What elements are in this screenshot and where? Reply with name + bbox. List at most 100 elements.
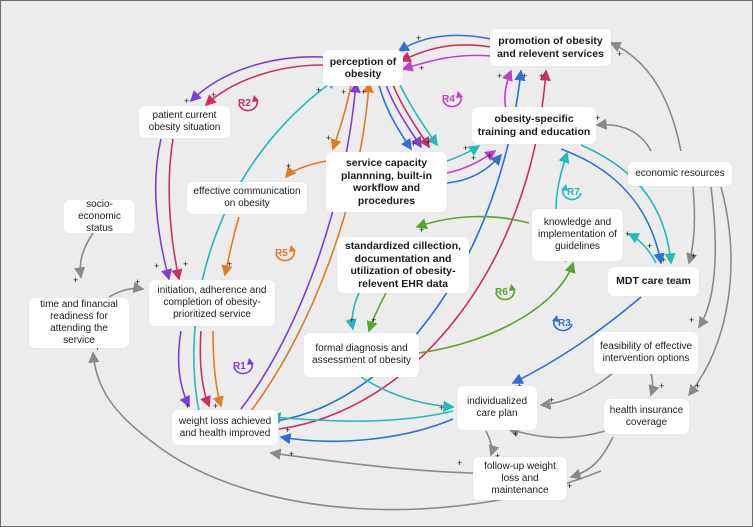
link-diagnosis-plan-teal — [360, 376, 455, 412]
node-promotion: promotion of obesity and relevent servic… — [490, 29, 611, 66]
link-plan-followup-gray — [485, 430, 500, 457]
link-weight-perception-teal — [193, 78, 338, 412]
link-promotion-perception-crimson — [399, 44, 492, 62]
link-econ-mdt-gray — [686, 186, 698, 265]
polarity-sign: + — [659, 381, 664, 391]
link-perception-service-orange — [330, 84, 352, 151]
link-initiation-weight-orange — [212, 330, 224, 408]
link-mdt-plan-blue — [511, 296, 642, 384]
polarity-sign: + — [316, 85, 321, 95]
polarity-sign: + — [211, 90, 216, 100]
polarity-sign: + — [567, 481, 572, 491]
link-perception-service-purple — [385, 84, 422, 149]
loop-arrow-icon — [238, 95, 259, 112]
polarity-sign: + — [487, 151, 492, 161]
link-data-diagnosis-green — [366, 292, 387, 333]
link-plan-weight-teal — [269, 410, 454, 424]
loop-marker-r2: R2 — [235, 95, 263, 113]
link-knowledge-data-green — [415, 215, 530, 230]
node-individualized-plan: individualized care plan — [457, 386, 537, 430]
link-weight-perception-purple — [240, 81, 361, 410]
loop-arrow-icon — [275, 245, 296, 262]
node-mdt-team: MDT care team — [608, 267, 699, 296]
polarity-sign: + — [419, 63, 424, 73]
polarity-sign: + — [371, 315, 376, 325]
polarity-sign: + — [227, 259, 232, 269]
link-initiation-weight-crimson — [199, 330, 211, 408]
link-insurance-plan-gray — [507, 426, 606, 439]
link-perception-service-teal — [399, 84, 438, 147]
loop-arrow-icon — [495, 284, 516, 301]
polarity-sign: + — [135, 277, 140, 287]
link-econ-feasibility-gray — [698, 186, 716, 329]
loop-marker-r7: R7 — [559, 184, 587, 202]
polarity-sign: + — [95, 343, 100, 353]
link-patient-initiation-purple — [154, 138, 172, 281]
polarity-sign: + — [463, 143, 468, 153]
link-knowledge-training-teal — [555, 151, 570, 210]
polarity-sign: + — [549, 395, 554, 405]
polarity-sign: + — [617, 49, 622, 59]
link-time-initiation-gray — [108, 281, 145, 298]
node-health-insurance: health insurance coverage — [604, 399, 689, 434]
polarity-sign: + — [647, 241, 652, 251]
link-promotion-perception-blue — [397, 34, 492, 52]
polarity-sign: + — [457, 458, 462, 468]
polarity-sign: + — [183, 259, 188, 269]
link-mdt-knowledge-teal — [627, 233, 657, 264]
loop-arrow-icon — [561, 184, 582, 201]
polarity-sign: + — [213, 401, 218, 411]
link-feasibility-insurance-gray — [648, 372, 660, 397]
loop-label-r6: R6 — [495, 287, 508, 298]
link-followup-time-gray — [88, 351, 602, 511]
node-service-capacity: service capacity plannning, built-in wor… — [326, 152, 447, 212]
polarity-sign: + — [361, 87, 366, 97]
polarity-sign: + — [341, 87, 346, 97]
polarity-sign: + — [522, 71, 527, 81]
node-patient-situation: patient current obesity situation — [139, 106, 230, 138]
loop-arrow-icon — [552, 315, 573, 332]
polarity-sign: + — [411, 139, 416, 149]
polarity-sign: + — [419, 225, 424, 235]
link-perception-patient-crimson — [204, 64, 324, 107]
loop-arrow-icon — [442, 91, 463, 108]
polarity-sign: + — [691, 251, 696, 261]
link-plan-weight-blue — [279, 418, 454, 445]
link-data-diagnosis-teal — [345, 292, 360, 331]
node-obesity-training: obesity-specific training and education — [472, 107, 596, 144]
polarity-sign: + — [154, 261, 159, 271]
link-perception-service-blue — [378, 84, 412, 151]
node-effective-communication: effective communication on obesity — [187, 182, 307, 214]
loop-label-r2: R2 — [238, 98, 251, 109]
link-weight-perception-orange — [250, 81, 374, 412]
link-training-mdt-blue — [560, 148, 665, 265]
polarity-sign: + — [326, 133, 331, 143]
polarity-sign: + — [471, 153, 476, 163]
link-service-training-magenta — [446, 150, 497, 174]
link-econ-promotion-gray — [609, 41, 682, 152]
polarity-sign: + — [73, 275, 78, 285]
node-weight-loss: weight loss achieved and health improved — [172, 410, 278, 445]
link-promotion-perception-magenta — [401, 54, 492, 72]
polarity-sign: + — [513, 429, 518, 439]
polarity-sign: + — [625, 229, 630, 239]
polarity-sign: + — [539, 71, 544, 81]
link-training-mdt-teal — [580, 144, 676, 265]
link-service-comm-orange — [284, 160, 327, 179]
polarity-sign: + — [185, 401, 190, 411]
loop-label-r5: R5 — [275, 248, 288, 259]
polarity-sign: + — [349, 315, 354, 325]
link-socio-time-gray — [74, 232, 94, 279]
loop-label-r3: R3 — [558, 318, 571, 329]
node-economic-resources: economic resources — [628, 162, 732, 186]
link-patient-initiation-crimson — [168, 138, 183, 281]
link-econ-insurance-gray — [688, 186, 732, 397]
node-knowledge-guidelines: knowledge and implementation of guidelin… — [532, 209, 623, 261]
link-insurance-followup-gray — [569, 436, 614, 480]
polarity-sign: + — [661, 255, 666, 265]
node-standardized-data: standardized cillection, documentation a… — [337, 237, 469, 293]
loop-label-r1: R1 — [233, 361, 246, 372]
polarity-sign: + — [285, 425, 290, 435]
link-perception-patient-purple — [189, 56, 324, 103]
